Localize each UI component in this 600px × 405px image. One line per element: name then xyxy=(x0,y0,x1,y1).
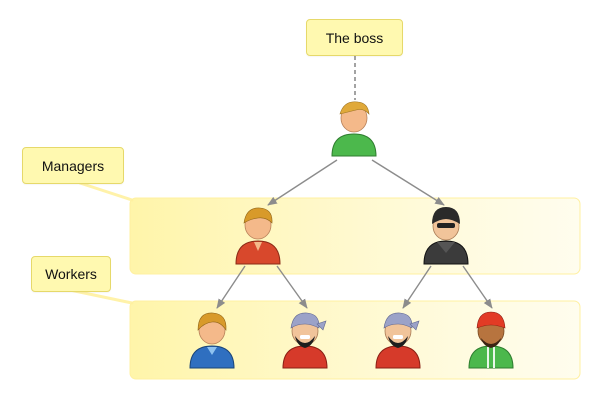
boss-label: The boss xyxy=(325,29,384,46)
boss-callout: The boss xyxy=(306,19,403,56)
edge-manager-1-worker-2 xyxy=(276,265,308,309)
managers-callout: Managers xyxy=(22,147,124,184)
boss-node xyxy=(331,101,377,157)
edge-boss-manager-1 xyxy=(267,159,338,206)
managers-band xyxy=(129,197,581,275)
worker-3-node xyxy=(375,312,421,369)
person-green-shirt-blond-icon xyxy=(331,101,377,157)
managers-callout-connector xyxy=(78,181,134,202)
person-red-cap-green-shirt-icon xyxy=(468,311,514,369)
managers-label: Managers xyxy=(41,157,105,174)
worker-2-node xyxy=(282,312,328,369)
workers-label: Workers xyxy=(45,266,97,282)
edge-manager-2-worker-3 xyxy=(402,265,432,309)
worker-4-node xyxy=(468,311,514,369)
person-bandana-bearded-icon xyxy=(282,312,328,369)
person-blue-shirt-icon xyxy=(189,312,235,369)
workers-callout: Workers xyxy=(31,256,111,292)
edge-boss-manager-2 xyxy=(371,159,445,206)
person-red-shirt-icon xyxy=(235,207,281,265)
edge-manager-2-worker-4 xyxy=(462,265,493,309)
person-black-hooded-icon xyxy=(423,207,469,265)
workers-callout-connector xyxy=(68,288,134,305)
workers-band xyxy=(129,300,581,380)
edge-manager-1-worker-1 xyxy=(216,265,246,309)
person-bandana-bearded-icon xyxy=(375,312,421,369)
worker-1-node xyxy=(189,312,235,369)
manager-2-node xyxy=(423,207,469,265)
manager-1-node xyxy=(235,207,281,265)
